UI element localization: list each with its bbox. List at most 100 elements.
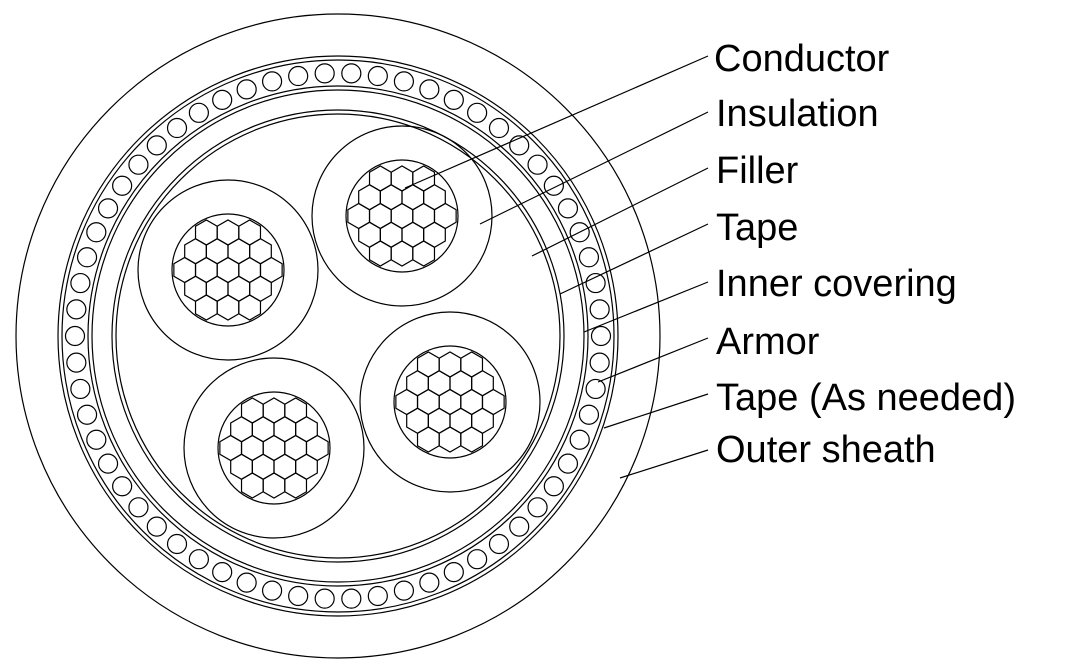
armor-wire — [509, 516, 530, 537]
label-tape: Tape — [716, 207, 798, 249]
leader-insulation — [479, 111, 709, 225]
armor-wire — [578, 247, 600, 268]
armor-wire — [589, 299, 610, 320]
tape-inner-circle — [111, 109, 565, 563]
armor-wire — [212, 562, 233, 583]
inner-covering-circle — [91, 89, 585, 583]
armor-wire — [188, 549, 209, 570]
armor-wire — [527, 154, 548, 175]
leader-outer-sheath — [619, 449, 709, 479]
tape-outer-circle — [57, 55, 619, 617]
conductor-strands — [347, 165, 457, 267]
armor-wire — [112, 476, 133, 497]
armor-wire — [212, 89, 233, 110]
armor-wire — [188, 102, 209, 123]
leader-filler — [531, 167, 709, 257]
armor-wire — [467, 549, 488, 570]
conductor-circle — [393, 345, 507, 459]
armor-wire — [443, 89, 464, 110]
tape-inner-circle-2 — [115, 113, 561, 559]
armor-wire — [419, 572, 440, 593]
armor-wire — [543, 175, 564, 196]
armor-wire — [341, 588, 362, 609]
labels: Conductor Insulation Filler Tape Inner c… — [714, 38, 1016, 471]
label-conductor: Conductor — [714, 38, 890, 80]
armor-wire — [76, 247, 98, 268]
armor-wire — [146, 135, 167, 156]
armor-wire — [146, 516, 167, 537]
armor-wire — [112, 175, 133, 196]
label-insulation: Insulation — [716, 93, 879, 135]
conductor-circle — [171, 213, 285, 327]
armor-wire — [488, 533, 510, 555]
conductor-strand — [433, 202, 457, 230]
core-1 — [137, 179, 319, 361]
armor-outer-circle — [61, 59, 615, 613]
leader-inner-covering — [583, 281, 709, 333]
armor-wire — [128, 497, 149, 518]
label-inner-covering: Inner covering — [716, 263, 957, 305]
armor-wire — [288, 585, 309, 607]
armor-wire — [393, 71, 415, 92]
core-3 — [359, 311, 541, 493]
leader-armor — [597, 337, 709, 383]
insulation-circle — [137, 179, 319, 361]
leader-lines — [404, 55, 709, 479]
armor-wire — [86, 429, 107, 450]
armor-wire — [97, 453, 119, 474]
armor-wire — [589, 352, 610, 373]
armor-wire — [66, 352, 87, 373]
armor-wire — [166, 533, 188, 555]
leader-tape — [559, 223, 709, 295]
label-tape-as-needed: Tape (As needed) — [716, 377, 1016, 419]
armor-wire — [128, 154, 149, 175]
conductor-strand — [481, 388, 505, 416]
armor-wire — [467, 102, 488, 123]
armor-wire — [419, 79, 440, 100]
armor-wire — [166, 117, 188, 139]
armor-wire — [314, 588, 335, 609]
armor-wire — [509, 135, 530, 156]
armor-wire — [527, 497, 548, 518]
armor-wire — [590, 325, 612, 347]
armor-wire — [236, 572, 257, 593]
armor-wire — [578, 404, 600, 425]
conductor-circle — [345, 159, 459, 273]
armor-wire — [585, 272, 606, 294]
armor-wire — [341, 63, 362, 84]
armor-wire — [288, 65, 309, 87]
armor-wire — [557, 198, 579, 219]
armor-wire — [76, 404, 98, 425]
insulation-circle — [183, 357, 365, 539]
armor-wire — [314, 63, 335, 84]
label-filler: Filler — [716, 150, 799, 192]
core-2 — [311, 125, 493, 307]
leader-tape-as-needed — [603, 393, 709, 429]
armor-wire — [70, 378, 91, 400]
outer-sheath-circle — [15, 13, 661, 659]
insulation-circle — [359, 311, 541, 493]
armor-wire — [236, 79, 257, 100]
conductor-strand — [305, 434, 329, 462]
leader-conductor — [404, 55, 709, 189]
label-armor: Armor — [716, 321, 820, 363]
armor-wire — [86, 222, 107, 243]
armor-wire — [97, 198, 119, 219]
conductor-strands — [173, 219, 283, 321]
armor-wire — [488, 117, 510, 139]
armor-wire — [393, 580, 415, 601]
armor-wire — [569, 222, 590, 243]
armor-wire — [585, 378, 606, 400]
armor-wire — [557, 453, 579, 474]
armor-wire — [64, 325, 86, 347]
armor-wires — [64, 63, 612, 609]
cores — [137, 125, 541, 539]
armor-wire — [443, 562, 464, 583]
core-4 — [183, 357, 365, 539]
conductor-strands — [395, 351, 505, 453]
armor-wire — [569, 429, 590, 450]
armor-inner-circle — [87, 85, 589, 587]
armor-wire — [367, 65, 388, 87]
armor-wire — [367, 585, 388, 607]
